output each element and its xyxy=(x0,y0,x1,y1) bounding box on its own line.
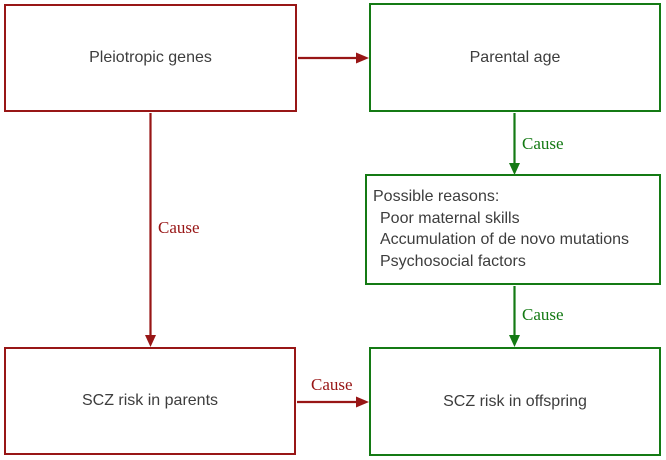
arrow-genes-to-parental-age xyxy=(298,52,369,64)
node-scz-risk-parents: SCZ risk in parents xyxy=(4,347,296,455)
arrowhead-down-icon xyxy=(145,335,156,347)
possible-reasons-title: Possible reasons: xyxy=(373,188,500,205)
arrow-reasons-to-offspring xyxy=(509,286,520,347)
node-parental-age: Parental age xyxy=(369,3,661,112)
node-scz-risk-parents-label: SCZ risk in parents xyxy=(81,392,219,409)
arrowhead-down-icon xyxy=(509,335,520,347)
arrow-genes-to-scz-parents xyxy=(145,113,156,347)
edge-label-parental-age-to-reasons: Cause xyxy=(522,134,564,153)
node-possible-reasons: Possible reasons: Poor maternal skills A… xyxy=(365,174,661,285)
node-pleiotropic-genes-label: Pleiotropic genes xyxy=(89,49,212,66)
possible-reasons-item: Accumulation of de novo mutations xyxy=(380,231,630,248)
edge-label-parents-to-offspring: Cause xyxy=(311,375,353,394)
arrowhead-right-icon xyxy=(356,52,369,64)
node-pleiotropic-genes: Pleiotropic genes xyxy=(4,4,297,112)
node-parental-age-label: Parental age xyxy=(469,48,561,66)
possible-reasons-item: Psychosocial factors xyxy=(380,252,526,270)
node-scz-risk-offspring-label: SCZ risk in offspring xyxy=(443,392,587,410)
edge-label-reasons-to-offspring: Cause xyxy=(522,305,564,324)
arrowhead-right-icon xyxy=(356,396,369,408)
arrow-parents-to-offspring xyxy=(297,396,369,408)
arrow-parental-age-to-reasons xyxy=(509,113,520,175)
possible-reasons-item: Poor maternal skills xyxy=(380,209,520,227)
edge-label-genes-to-scz-parents: Cause xyxy=(158,218,200,237)
arrowhead-down-icon xyxy=(509,163,520,175)
node-scz-risk-offspring: SCZ risk in offspring xyxy=(369,347,661,456)
